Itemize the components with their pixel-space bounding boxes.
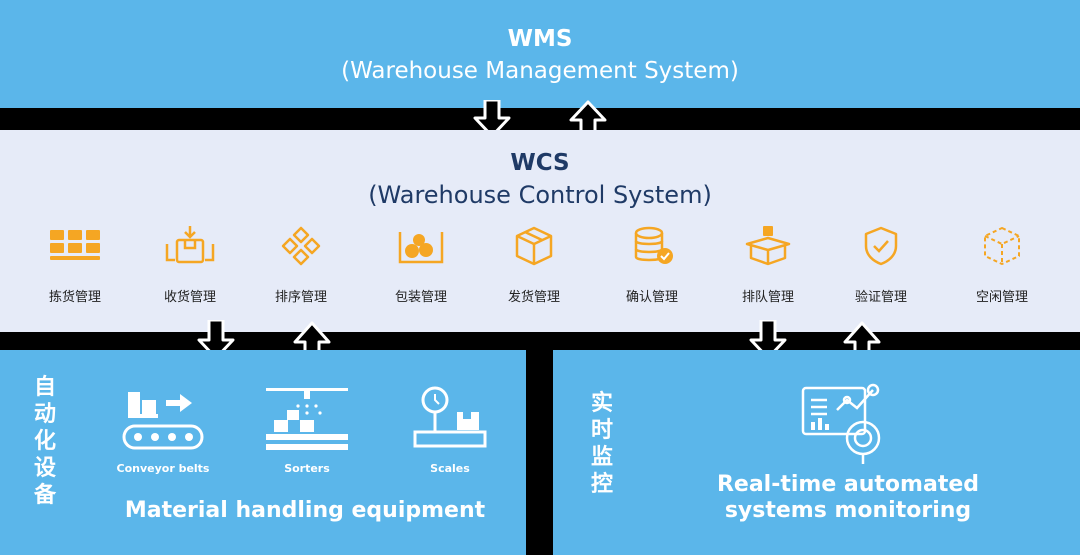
- module-label: 收货管理: [163, 290, 216, 305]
- wms-band: WMS (Warehouse Management System): [0, 0, 1080, 108]
- module-packaging: 包装管理: [366, 226, 476, 305]
- queue-box-icon: [745, 226, 791, 266]
- monitoring-caption-line1: Real-time automated: [716, 472, 980, 497]
- shield-check-icon: [864, 226, 898, 266]
- module-sorting: 排序管理: [246, 226, 356, 305]
- module-idle: 空闲管理: [947, 226, 1057, 305]
- wcs-subtitle: (Warehouse Control System): [368, 181, 712, 209]
- receiving-box-icon: [165, 226, 215, 264]
- module-label: 拣货管理: [48, 290, 101, 305]
- database-check-icon: [634, 226, 673, 264]
- module-verification: 验证管理: [826, 226, 936, 305]
- module-label: 排序管理: [274, 290, 327, 305]
- shipping-box-icon: [515, 226, 553, 266]
- packaging-box-icon: [398, 232, 444, 264]
- sorter-icon: [266, 388, 348, 450]
- wcs-title: WCS: [510, 150, 570, 176]
- module-label: 空闲管理: [975, 290, 1028, 305]
- conveyor-belt-icon: [122, 392, 204, 450]
- monitoring-dashboard-icon: [801, 383, 881, 464]
- module-label: 包装管理: [394, 290, 447, 305]
- sorting-arrows-icon: [281, 226, 321, 266]
- arrow-down-icon: [749, 320, 787, 360]
- equipment-caption: Conveyor belts: [116, 462, 210, 475]
- module-picking: 拣货管理: [20, 226, 130, 305]
- idle-cube-icon: [984, 227, 1020, 265]
- wms-subtitle: (Warehouse Management System): [341, 58, 739, 84]
- scale-icon: [413, 386, 487, 448]
- module-label: 排队管理: [741, 290, 794, 305]
- monitoring-panel: 实时监控 Real-time automated systems monitor…: [553, 350, 1080, 555]
- wms-title: WMS: [507, 26, 573, 52]
- module-label: 验证管理: [854, 290, 907, 305]
- arrow-down-icon: [197, 320, 235, 360]
- monitoring-caption-line2: systems monitoring: [724, 498, 972, 523]
- pallet-grid-icon: [50, 230, 100, 260]
- wcs-band: WCS (Warehouse Control System) 拣货管理 收货管理: [0, 130, 1080, 332]
- equipment-caption: Scales: [430, 462, 470, 475]
- monitoring-vertical-label: 实时监控: [590, 391, 613, 497]
- equipment-sorters: Sorters: [252, 386, 362, 475]
- equipment-scales: Scales: [395, 386, 505, 475]
- module-label: 确认管理: [625, 290, 678, 305]
- module-shipping: 发货管理: [479, 226, 589, 305]
- monitoring-caption: Real-time automated systems monitoring: [683, 472, 1013, 524]
- arrow-down-icon: [473, 100, 511, 138]
- equipment-conveyor: Conveyor belts: [108, 386, 218, 475]
- equipment-panel: 自动化设备 Conveyor belts: [0, 350, 526, 555]
- module-receiving: 收货管理: [135, 226, 245, 305]
- equipment-caption-main: Material handling equipment: [124, 498, 486, 523]
- module-confirmation: 确认管理: [597, 226, 707, 305]
- equipment-vertical-label: 自动化设备: [33, 375, 56, 508]
- equipment-caption: Sorters: [284, 462, 330, 475]
- module-label: 发货管理: [507, 290, 560, 305]
- module-queue: 排队管理: [713, 226, 823, 305]
